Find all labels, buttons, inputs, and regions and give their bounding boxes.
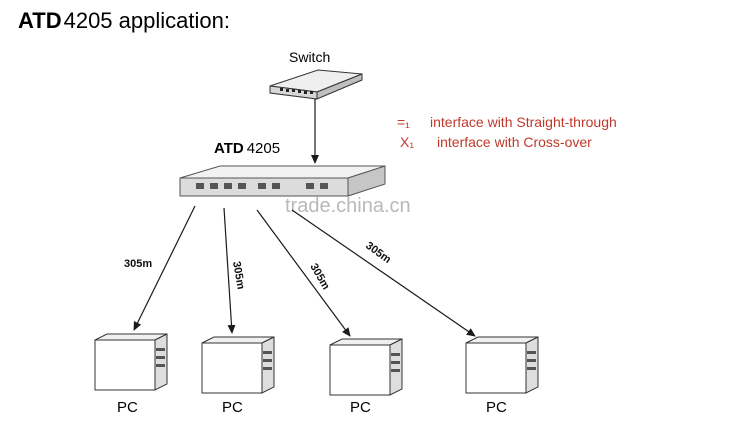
switch-ports-icon: [280, 88, 313, 94]
cable-line-3: [256, 209, 351, 337]
legend: =₁ interface with Straight-through X₁ in…: [397, 114, 617, 150]
switch-side-icon: [316, 73, 363, 100]
pc-4-icon: [465, 336, 539, 394]
device-ports-icon: [196, 183, 328, 189]
pc-4-label: PC: [486, 399, 507, 416]
switch-label: Switch: [289, 49, 330, 65]
device-side-icon: [347, 165, 386, 197]
pc-1: PC: [94, 333, 168, 416]
pc-2-label: PC: [222, 399, 243, 416]
atd4205-device: [179, 165, 386, 197]
pc-4: PC: [465, 336, 539, 416]
cable-line-4: [291, 209, 476, 337]
cable-line-1: [133, 205, 196, 331]
pc-2: PC: [201, 336, 275, 416]
pc-3-label: PC: [350, 399, 371, 416]
watermark-text: trade.china.cn: [285, 195, 411, 217]
distance-label-2: 305m: [230, 260, 247, 290]
pc-3: PC: [329, 338, 403, 416]
diagram-title: ATD4205 application:: [18, 8, 230, 33]
switch-device: Switch: [269, 49, 363, 100]
cable-line-2: [223, 207, 236, 334]
distance-label-1: 305m: [124, 258, 152, 270]
legend-symbol-crossover: X₁: [400, 134, 414, 150]
pc-3-icon: [329, 338, 403, 396]
distance-label-3: 305m: [307, 262, 332, 293]
legend-symbol-straight: =₁: [397, 114, 410, 130]
legend-text-crossover: interface with Cross-over: [437, 134, 592, 150]
pc-2-icon: [201, 336, 275, 394]
legend-text-straight: interface with Straight-through: [430, 114, 617, 130]
pc-1-label: PC: [117, 399, 138, 416]
pc-1-icon: [94, 333, 168, 391]
